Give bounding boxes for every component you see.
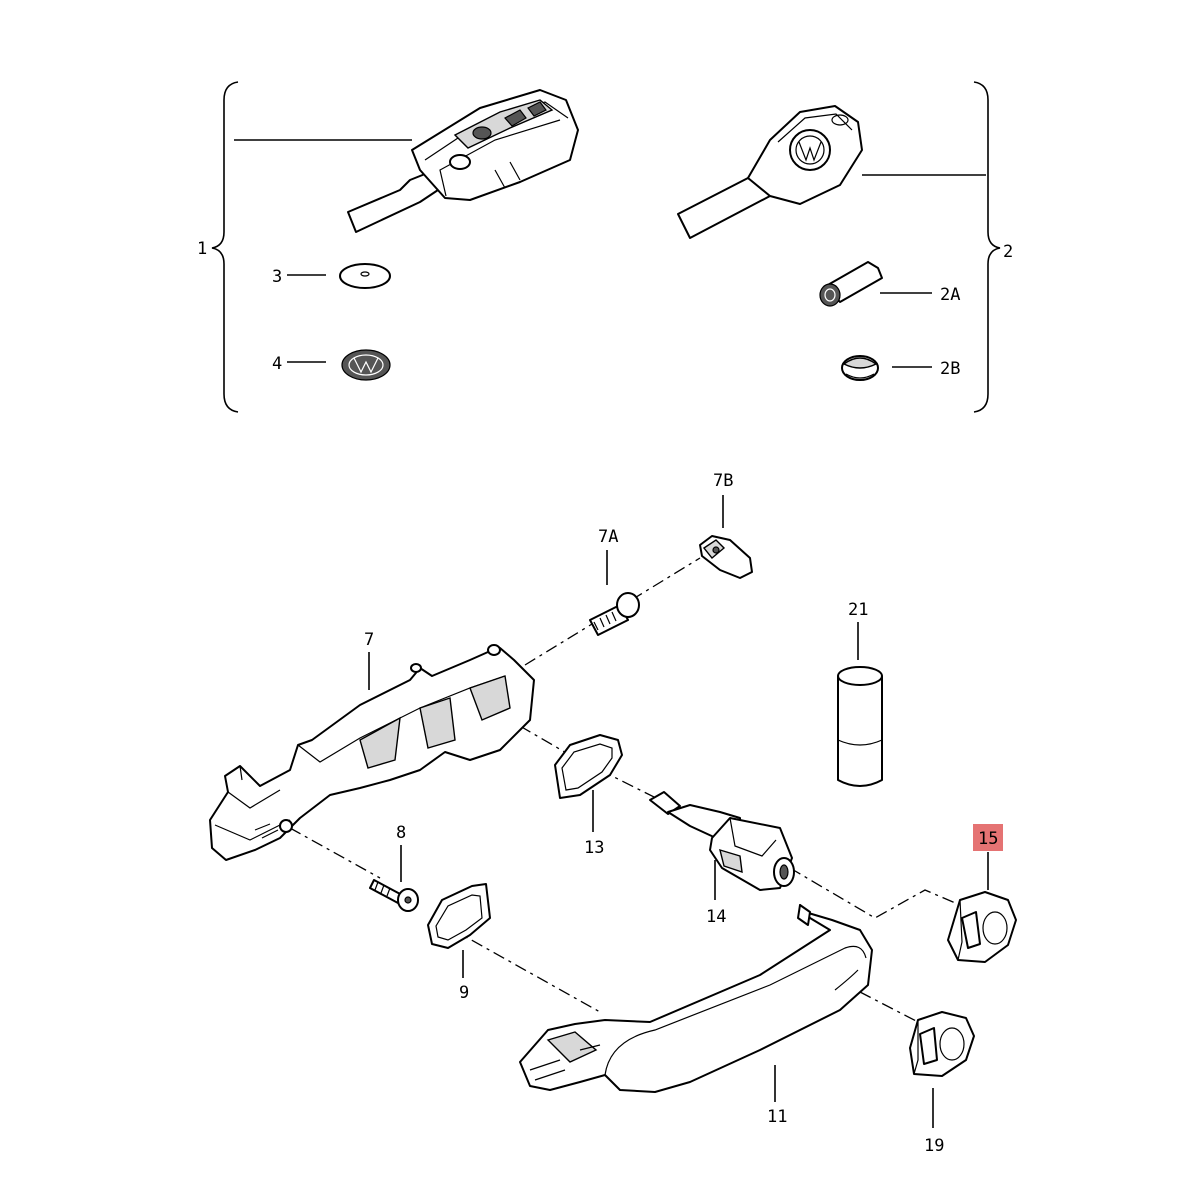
lock-cylinder-14 — [649, 791, 795, 891]
flip-key-remote — [347, 89, 579, 233]
callout-3: 3 — [272, 267, 282, 287]
callout-8: 8 — [396, 823, 406, 843]
end-cap-15 — [947, 891, 1017, 963]
callout-14: 14 — [706, 907, 726, 927]
highlight-box-15 — [973, 824, 1003, 851]
pull-handle-11 — [519, 904, 873, 1093]
transponder-key — [677, 105, 863, 239]
callout-21: 21 — [848, 600, 868, 620]
gasket-13 — [554, 734, 623, 799]
gasket-9 — [427, 883, 491, 949]
transponder-chip — [819, 261, 883, 307]
callout-19: 19 — [924, 1136, 944, 1156]
axis-7-8 — [289, 827, 381, 879]
emblem — [341, 349, 391, 381]
callout-7: 7 — [364, 630, 374, 650]
callout-9: 9 — [459, 983, 469, 1003]
handle-cap-7b — [699, 535, 753, 579]
screw-8 — [369, 879, 419, 912]
callout-11: 11 — [767, 1107, 787, 1127]
cap — [841, 355, 879, 381]
axis-9-11 — [449, 927, 601, 1013]
bracket-right — [973, 81, 1001, 413]
end-cap-19 — [909, 1011, 975, 1077]
callout-13: 13 — [584, 838, 604, 858]
callout-1: 1 — [197, 239, 207, 259]
callout-15: 15 — [978, 829, 998, 849]
bolt-7a — [589, 592, 640, 636]
washer — [339, 263, 391, 289]
axis-14-15 — [789, 867, 961, 919]
callout-2: 2 — [1003, 242, 1013, 262]
axis-11-19 — [859, 991, 919, 1023]
callout-2b: 2B — [940, 359, 960, 379]
callout-2a: 2A — [940, 285, 960, 305]
callout-7b: 7B — [713, 471, 733, 491]
callout-7a: 7A — [598, 527, 618, 547]
cylinder-21 — [837, 666, 883, 787]
bracket-left — [211, 81, 239, 413]
callout-4: 4 — [272, 354, 282, 374]
handle-carrier-7 — [209, 644, 535, 861]
